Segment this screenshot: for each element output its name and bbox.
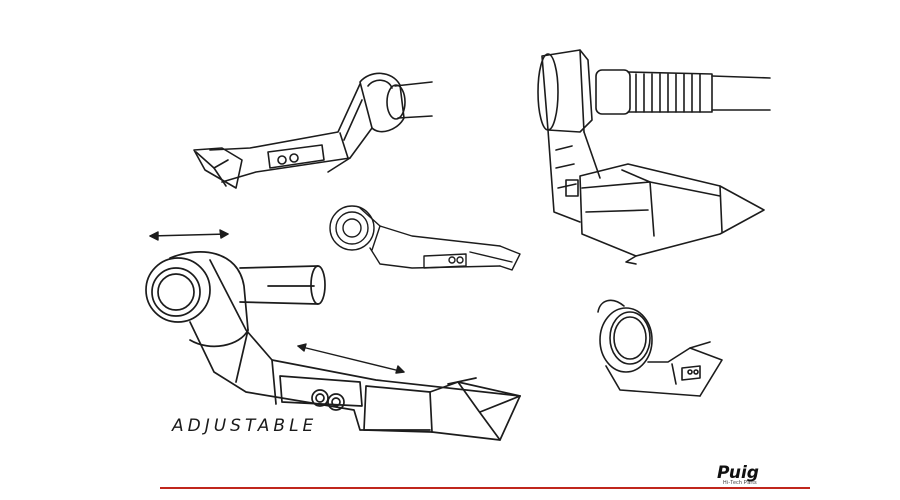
lever-guard-bottom-left-large — [145, 251, 521, 441]
bar-end-detail-bottom-right — [597, 299, 723, 397]
adjustable-caption: ADJUSTABLE — [172, 416, 318, 436]
brand-logo: Puig Hi-Tech Parts — [715, 463, 803, 489]
double-arrow-icon — [149, 229, 229, 241]
double-arrow-icon — [297, 343, 405, 374]
footer-divider — [160, 487, 810, 489]
lever-guard-right-large — [537, 49, 771, 265]
brand-tagline: Hi-Tech Parts — [723, 480, 757, 486]
lever-guard-center-small — [329, 205, 521, 271]
lever-guard-top-left — [193, 72, 433, 189]
brand-name: Puig — [717, 463, 759, 483]
